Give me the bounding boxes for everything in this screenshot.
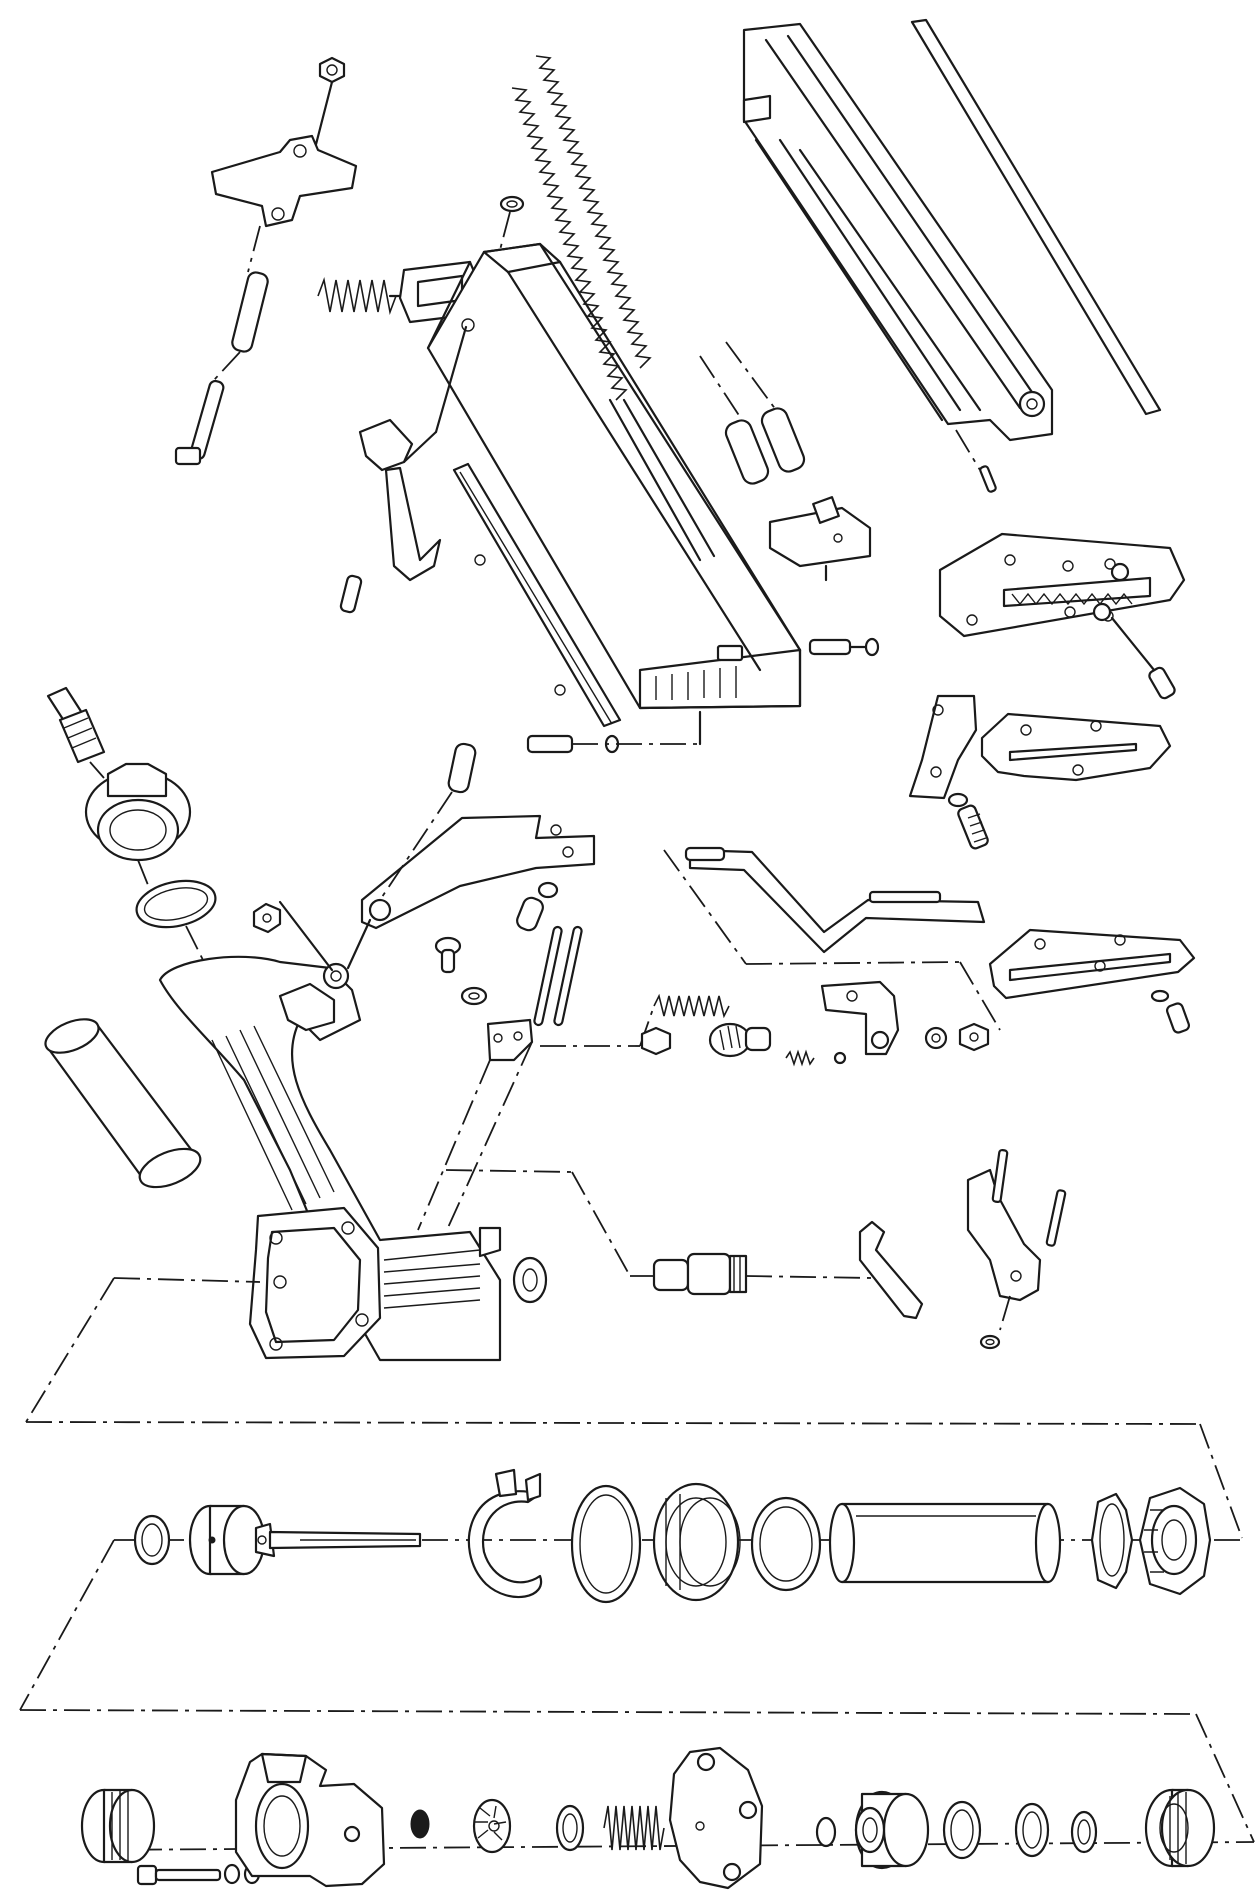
handle-end-cap bbox=[84, 762, 192, 862]
handle-nut bbox=[252, 900, 334, 972]
safety-washer bbox=[979, 1334, 1001, 1350]
trigger-block bbox=[486, 1018, 534, 1062]
retaining-ring-small bbox=[924, 1026, 948, 1050]
bracket-pin bbox=[231, 225, 269, 353]
handle-bracket bbox=[360, 814, 596, 930]
safety-plate bbox=[988, 928, 1196, 1000]
nail-follower bbox=[768, 496, 872, 582]
cover-strip bbox=[910, 18, 1162, 416]
valve-stem bbox=[516, 881, 559, 932]
head-cover-plate bbox=[668, 1746, 764, 1890]
magazine-cover bbox=[742, 22, 1054, 442]
nose-lower-screw bbox=[947, 792, 989, 850]
trigger-spring bbox=[653, 993, 730, 1019]
head-valve-spring bbox=[603, 1805, 665, 1851]
head-seal-black bbox=[410, 1809, 430, 1839]
cylinder-tube bbox=[828, 1502, 1062, 1584]
adjuster-nut-right bbox=[958, 1022, 990, 1052]
long-bolt bbox=[174, 351, 241, 466]
mount-bracket bbox=[210, 134, 358, 228]
piston-o-ring bbox=[133, 1514, 171, 1566]
magazine-side-rail bbox=[452, 462, 622, 728]
magazine-latch bbox=[358, 325, 468, 582]
head-knurled-cap bbox=[80, 1788, 156, 1864]
bracket-bolt bbox=[447, 742, 477, 794]
safety-rod bbox=[684, 846, 986, 954]
head-o-ring-a bbox=[942, 1800, 982, 1860]
trigger-pins bbox=[533, 925, 583, 1027]
head-o-ring-b bbox=[1014, 1802, 1050, 1858]
adjuster-nut-left bbox=[640, 1026, 672, 1056]
cylinder-sleeve bbox=[652, 1482, 741, 1602]
cylinder-o-ring bbox=[750, 1496, 822, 1592]
handle-and-trigger-assembly bbox=[44, 686, 1196, 1362]
head-exhaust-cap bbox=[1144, 1788, 1216, 1868]
trigger bbox=[858, 1220, 924, 1320]
feeder-spring-short bbox=[535, 55, 652, 369]
spring-guide-right bbox=[760, 407, 806, 473]
feeder-spring-long bbox=[511, 87, 628, 401]
trigger-screw bbox=[434, 936, 462, 974]
head-body bbox=[234, 1752, 386, 1888]
nose-plate-screw bbox=[1148, 666, 1176, 700]
cylinder-bumper-ring bbox=[1090, 1492, 1134, 1590]
magazine-screw-right bbox=[808, 637, 880, 657]
adjuster-knob bbox=[708, 1022, 847, 1067]
trigger-washer bbox=[460, 986, 488, 1006]
valve-cartridge bbox=[652, 1252, 748, 1296]
cylinder-seal-ring bbox=[570, 1484, 642, 1604]
head-valve-assembly bbox=[80, 1746, 1216, 1890]
magazine-body bbox=[426, 242, 802, 710]
head-o-ring-small bbox=[555, 1804, 585, 1852]
cylinder-snap-ring bbox=[467, 1468, 543, 1599]
cylinder-assembly bbox=[133, 1468, 1212, 1604]
spring-guide-left bbox=[724, 419, 770, 485]
magazine-screw-bottom bbox=[526, 710, 702, 754]
handle-body bbox=[158, 955, 502, 1362]
piston-driver bbox=[188, 1504, 422, 1576]
safety-screw bbox=[1150, 989, 1190, 1034]
safety-yoke bbox=[966, 1148, 1067, 1302]
head-o-ring-c bbox=[1070, 1810, 1098, 1854]
magazine-assembly bbox=[174, 18, 1186, 850]
handle-o-ring bbox=[135, 879, 217, 929]
head-valve-gear bbox=[472, 1798, 512, 1854]
nose-plate-lower-right bbox=[980, 712, 1172, 782]
cylinder-housing bbox=[248, 1206, 502, 1360]
rubber-grip bbox=[44, 1018, 202, 1189]
top-washer bbox=[499, 195, 525, 251]
nose-plate-lower-left bbox=[908, 694, 978, 800]
cover-pin bbox=[979, 465, 997, 493]
head-valve-piston bbox=[854, 1790, 930, 1870]
nose-plate-upper bbox=[938, 532, 1186, 638]
cylinder-head-cap bbox=[1138, 1486, 1212, 1596]
head-o-ring-tiny bbox=[815, 1816, 837, 1848]
head-bolt bbox=[136, 1863, 261, 1886]
trigger-lever bbox=[820, 980, 900, 1056]
latch-screw bbox=[339, 574, 363, 614]
pusher-spring bbox=[317, 277, 397, 315]
air-fitting bbox=[46, 686, 106, 764]
housing-bushing bbox=[512, 1256, 548, 1304]
